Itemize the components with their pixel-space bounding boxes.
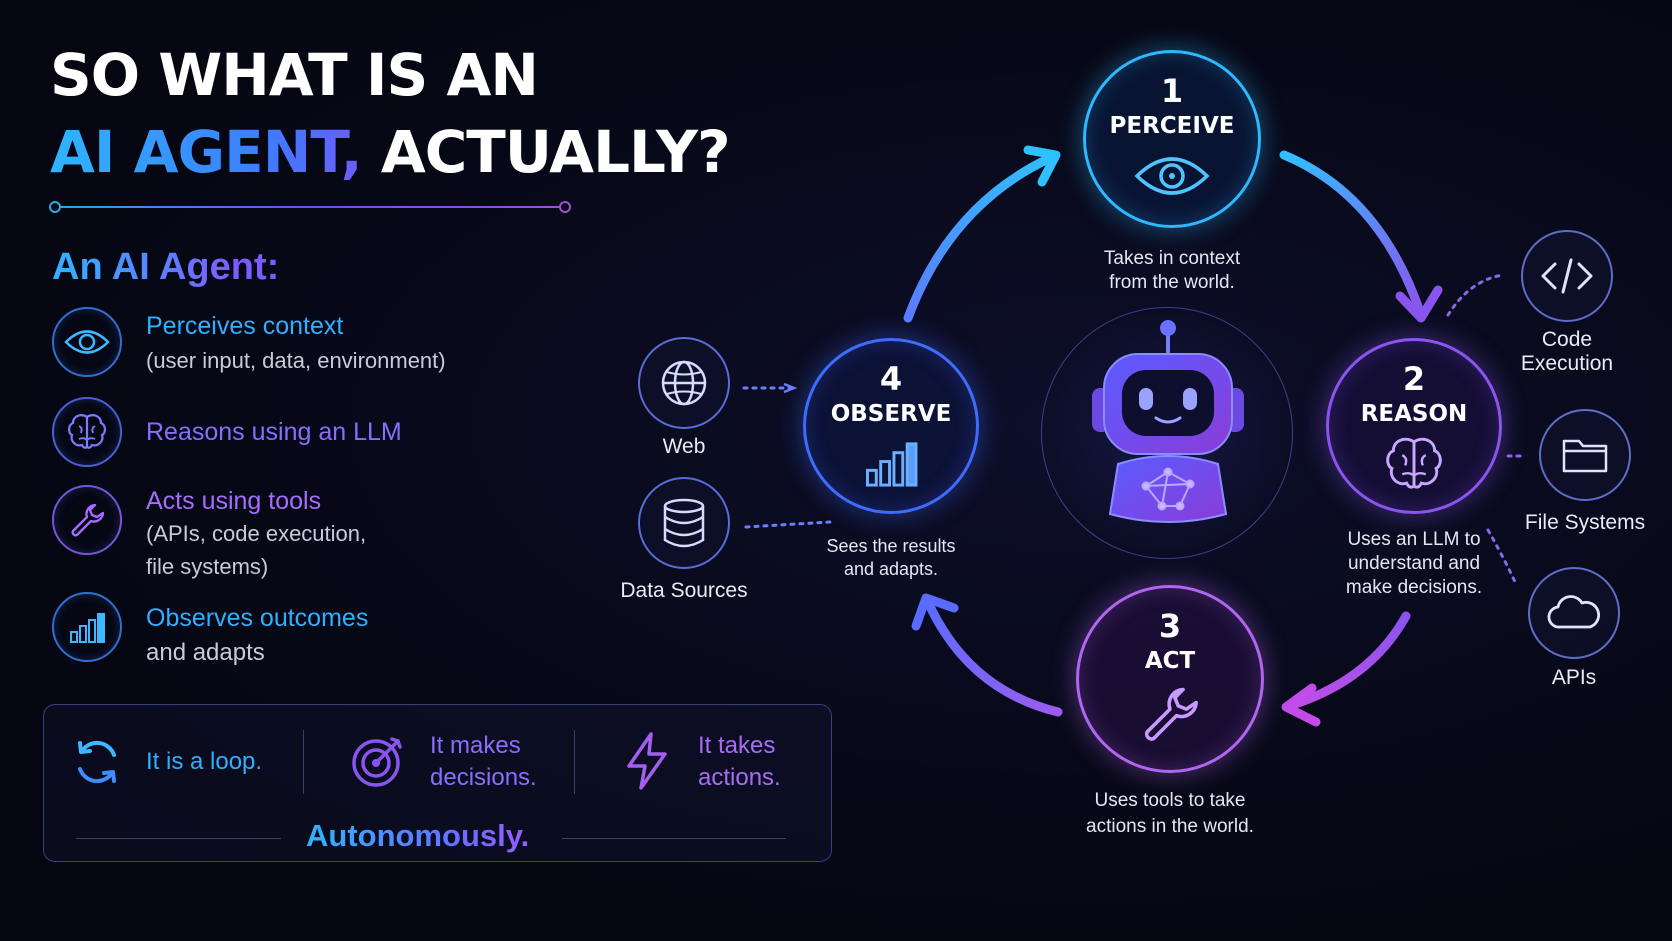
subtitle: An AI Agent:: [52, 246, 280, 288]
feature-observe-sub: and adapts: [146, 639, 265, 666]
summary-decisions-2: decisions.: [430, 764, 537, 791]
globe-icon: [638, 337, 730, 429]
arrow-act-to-observe: [923, 597, 1063, 717]
divider-dot-right: [559, 201, 571, 213]
database-icon: [638, 477, 730, 569]
robot-icon: [1041, 307, 1293, 559]
summary-decisions-1: It makes: [430, 732, 521, 759]
stage-reason-desc-1: Uses an LLM to: [1347, 529, 1481, 550]
stage-reason-name: REASON: [1360, 401, 1468, 427]
summary-separator-2: [574, 730, 575, 794]
eye-icon: [52, 307, 122, 377]
bar-chart-icon: [52, 592, 122, 662]
feature-act-heading: Acts using tools: [146, 487, 322, 515]
feature-act-sub-1: (APIs, code execution,: [146, 521, 367, 546]
tool-code-label-2: Execution: [1520, 352, 1614, 375]
title-line-2: AI AGENT, ACTUALLY?: [50, 123, 731, 181]
stage-reason: 2 REASON: [1326, 338, 1502, 514]
summary-actions-2: actions.: [698, 764, 781, 791]
wrench-icon: [52, 485, 122, 555]
stage-act-name: ACT: [1144, 648, 1196, 674]
stage-observe-desc-1: Sees the results: [826, 536, 956, 556]
folder-icon: [1539, 409, 1631, 501]
tool-apis-label: APIs: [1551, 666, 1597, 689]
wrench-icon: [1144, 687, 1198, 741]
stage-reason-desc-3: make decisions.: [1345, 577, 1483, 598]
stage-act-desc-2: actions in the world.: [1086, 816, 1254, 837]
title-rest: ACTUALLY?: [361, 118, 731, 186]
stage-perceive-number: 1: [1160, 72, 1184, 110]
arrow-reason-to-act: [1287, 611, 1411, 710]
feature-perceive-heading: Perceives context: [146, 312, 344, 340]
stage-act: 3 ACT: [1076, 585, 1264, 773]
title-divider: [53, 206, 565, 208]
input-web-label: Web: [662, 435, 706, 458]
feature-reason-heading: Reasons using an LLM: [146, 418, 402, 446]
stage-reason-number: 2: [1402, 360, 1426, 398]
stage-perceive-name: PERCEIVE: [1109, 113, 1235, 139]
brain-icon: [1386, 437, 1442, 489]
stage-perceive-desc-2: from the world.: [1109, 272, 1235, 293]
bar-chart-icon: [866, 442, 918, 487]
feature-perceive-sub: (user input, data, environment): [146, 348, 446, 373]
summary-loop: It is a loop.: [146, 748, 263, 775]
code-icon: [1521, 230, 1613, 322]
lightning-icon: [625, 732, 669, 795]
eye-icon: [1134, 157, 1210, 195]
summary-box: [43, 704, 832, 862]
stage-observe-number: 4: [879, 360, 903, 398]
autonomously-line-left: [76, 838, 281, 839]
title-highlight: AI AGENT,: [50, 118, 363, 186]
stage-act-number: 3: [1158, 607, 1182, 645]
target-icon: [350, 733, 406, 794]
brain-icon: [52, 397, 122, 467]
stage-reason-desc-2: understand and: [1347, 553, 1481, 574]
stage-observe: 4 OBSERVE: [803, 338, 979, 514]
summary-autonomously: Autonomously.: [306, 818, 530, 853]
input-data-sources-label: Data Sources: [620, 579, 748, 602]
stage-perceive: 1 PERCEIVE: [1083, 50, 1261, 228]
stage-act-desc-1: Uses tools to take: [1094, 790, 1246, 811]
cloud-icon: [1528, 567, 1620, 659]
tool-file-systems-label: File Systems: [1524, 511, 1646, 534]
summary-actions-1: It takes: [698, 732, 776, 759]
stage-observe-desc-2: and adapts.: [843, 559, 939, 579]
feature-act-sub-2: file systems): [146, 554, 269, 579]
tool-code-label-1: Code: [1541, 328, 1593, 351]
summary-separator-1: [303, 730, 304, 794]
feature-observe-heading: Observes outcomes: [146, 604, 369, 632]
arrow-perceive-to-reason: [1279, 150, 1425, 317]
arrow-observe-to-perceive: [903, 153, 1055, 323]
divider-dot-left: [49, 201, 61, 213]
title-line-1: SO WHAT IS AN: [50, 41, 539, 109]
stage-observe-name: OBSERVE: [830, 401, 952, 427]
autonomously-line-right: [562, 838, 786, 839]
refresh-icon: [70, 735, 124, 794]
stage-perceive-desc-1: Takes in context: [1103, 248, 1241, 269]
